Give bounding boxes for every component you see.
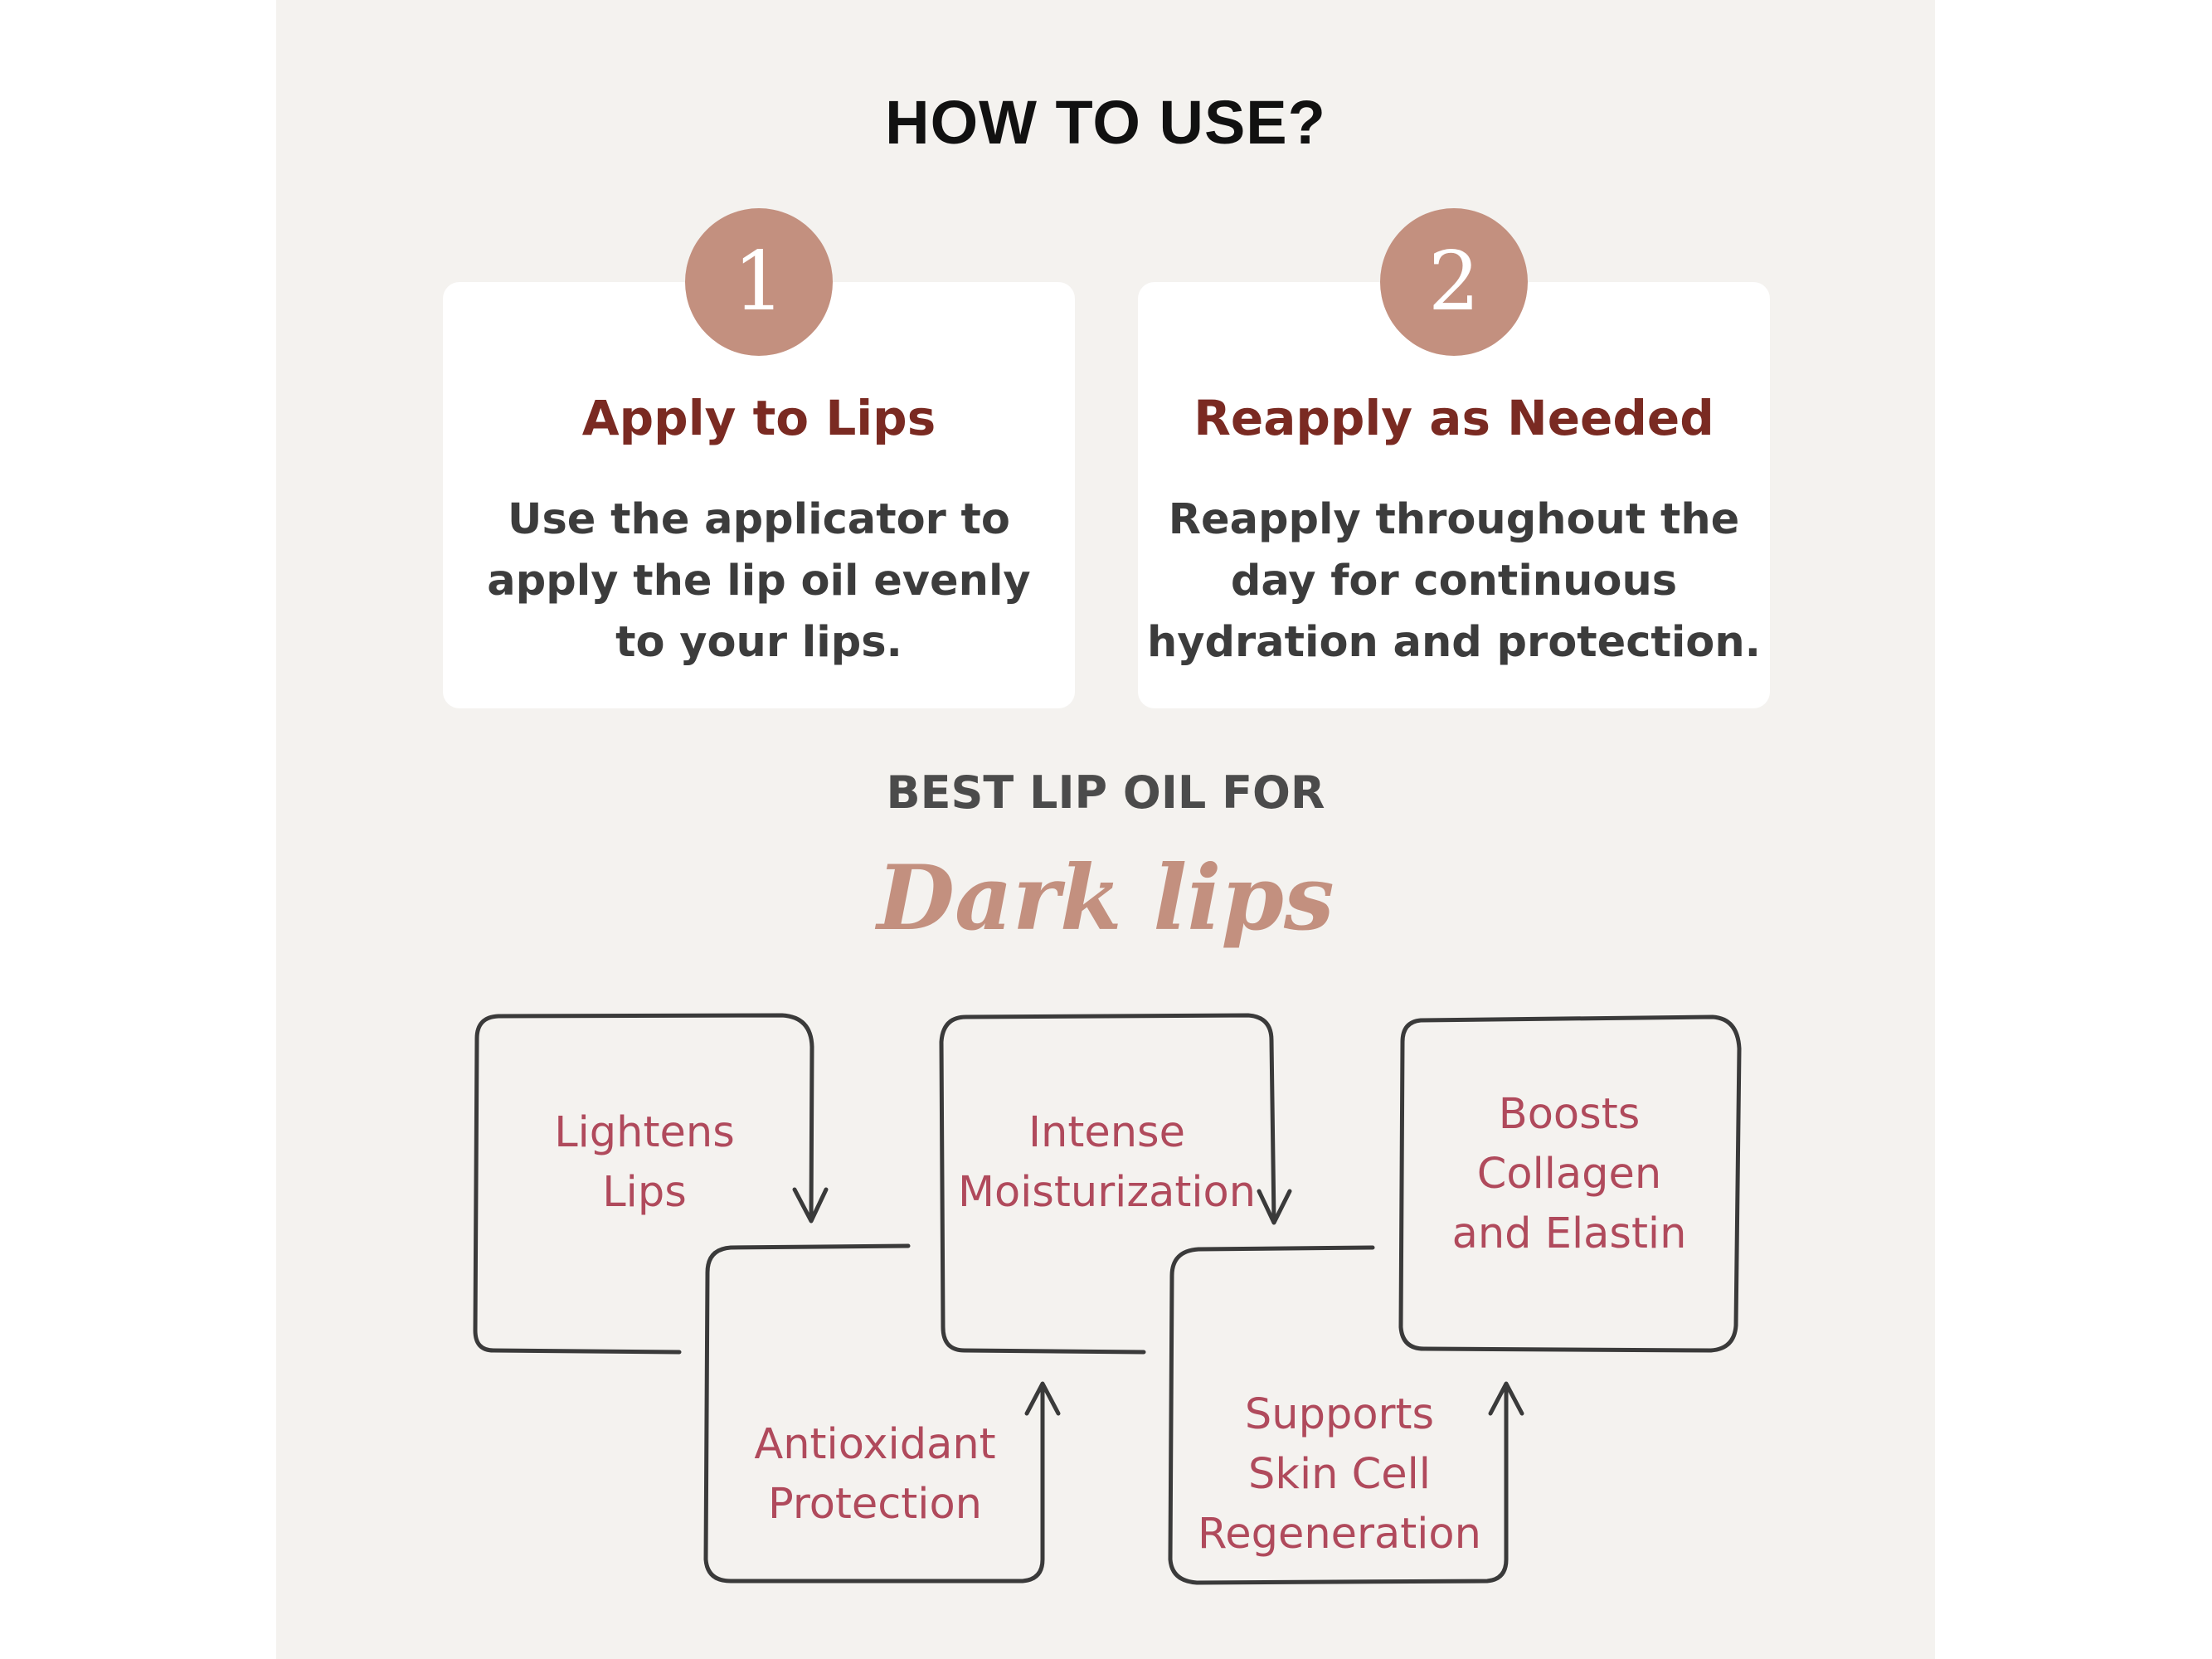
step-number-badge: 2 — [1380, 208, 1528, 356]
section-heading: BEST LIP OIL FOR — [886, 766, 1325, 819]
step-title: Reapply as Needed — [1194, 390, 1714, 446]
page-title: HOW TO USE? — [885, 88, 1326, 157]
arrow-head-icon — [1257, 1189, 1292, 1225]
flow-box-moisturization — [939, 1013, 1276, 1355]
section-script-title: Dark lips — [877, 846, 1334, 951]
benefits-flow-diagram — [473, 1013, 1742, 1585]
benefit-antioxidant-protection: Antioxidant Protection — [754, 1420, 996, 1529]
arrow-head-icon — [1024, 1381, 1061, 1416]
flow-box-lightens — [473, 1013, 814, 1355]
step-description: Reapply throughout the day for continuou… — [1146, 495, 1762, 667]
content-panel: HOW TO USE? Apply to Lips Use the applic… — [276, 0, 1935, 1659]
benefit-lightens-lips: Lightens Lips — [554, 1108, 735, 1217]
arrow-head-icon — [792, 1187, 829, 1224]
benefit-skin-cell-regeneration: Supports Skin Cell Regeneration — [1198, 1390, 1481, 1559]
benefit-boosts-collagen: Boosts Collagen and Elastin — [1451, 1090, 1687, 1258]
flow-box-regeneration — [1168, 1245, 1509, 1585]
step-title: Apply to Lips — [581, 390, 936, 446]
arrow-head-icon — [1488, 1381, 1524, 1416]
step-number-badge: 1 — [685, 208, 833, 356]
step-description: Use the applicator to apply the lip oil … — [487, 495, 1031, 667]
flow-box-antioxidant — [703, 1243, 1045, 1584]
benefit-intense-moisturization: Intense Moisturization — [957, 1108, 1257, 1217]
flow-box-collagen — [1398, 1014, 1742, 1353]
